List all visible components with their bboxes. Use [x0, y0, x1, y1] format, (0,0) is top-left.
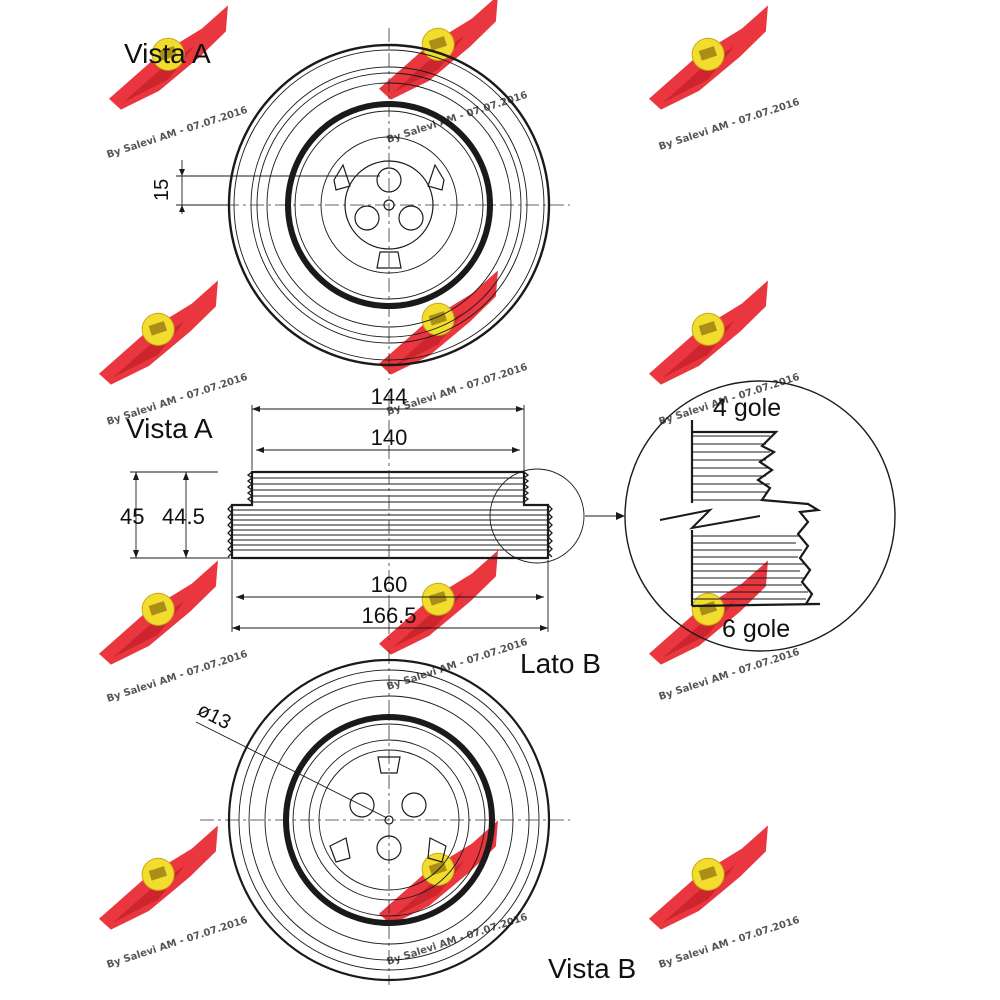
watermark-logo [82, 824, 239, 933]
outer-rim [227, 658, 551, 982]
watermark-layer: By Salevi AM - 07.07.2016 By Salevi AM -… [82, 0, 802, 971]
groove-edge-left [246, 471, 254, 503]
drive-lug [333, 163, 351, 191]
arrowhead [236, 594, 244, 600]
bolt-hole [376, 835, 402, 861]
watermark-text: By Salevi AM - 07.07.2016 [658, 915, 802, 971]
dimension-144: 144 [371, 384, 408, 409]
watermark-logo [632, 279, 789, 388]
bolt-hole [401, 792, 427, 818]
groove-lines [232, 477, 548, 551]
rim-ring [233, 49, 545, 361]
label-vista-a-top: Vista A [124, 38, 211, 69]
arrowhead [256, 447, 264, 453]
section-break [659, 508, 761, 530]
groove-edge-right [547, 504, 553, 558]
arrowhead [133, 472, 139, 480]
rubber-ring [285, 101, 493, 309]
arrowhead [252, 406, 260, 412]
detail-circle [624, 380, 896, 652]
groove-detail [624, 380, 896, 652]
hub-ring [318, 749, 460, 891]
dimension-45: 45 [120, 504, 144, 529]
arrowhead [536, 594, 544, 600]
center-hole [383, 199, 395, 211]
watermark-text: By Salevi AM - 07.07.2016 [658, 97, 802, 153]
pulley-profile [230, 470, 550, 560]
dimension-hole-diameter: ø13 [194, 699, 235, 734]
side-view [130, 395, 625, 640]
arrowhead [179, 205, 185, 212]
bolt-hole [349, 792, 375, 818]
hub-ring [294, 110, 484, 300]
groove-edge-left [227, 504, 233, 558]
arrowhead [232, 625, 240, 631]
rim-ring [248, 679, 530, 961]
detail-callout-circle [489, 468, 585, 564]
rim-ring [238, 669, 540, 971]
label-vista-a-side: Vista A [126, 413, 213, 444]
watermark-logo [82, 279, 239, 388]
front-view-vista-a [176, 28, 570, 380]
arrowhead [179, 169, 185, 176]
drive-lug [376, 251, 402, 269]
rear-view-vista-b [195, 650, 570, 985]
rim-ring [256, 72, 522, 338]
arrowhead [540, 625, 548, 631]
dimension-166-5: 166.5 [361, 603, 416, 628]
rubber-ring [283, 714, 495, 926]
dimension-140: 140 [371, 425, 408, 450]
drive-lug [329, 837, 351, 863]
watermark-text: By Salevi AM - 07.07.2016 [106, 105, 250, 161]
arrowhead [183, 550, 189, 558]
detail-hatch [692, 435, 808, 600]
rim-ring [264, 695, 514, 945]
dimension-44-5: 44.5 [162, 504, 205, 529]
watermark-logo [632, 4, 789, 113]
watermark-logo [82, 559, 239, 668]
arrowhead [183, 472, 189, 480]
groove-edge-right [522, 471, 530, 503]
drive-lug [377, 756, 401, 774]
arrowhead [616, 512, 625, 520]
rim-ring [266, 82, 512, 328]
watermark-logo [632, 824, 789, 933]
center-hole [384, 815, 394, 825]
bolt-hole [376, 167, 402, 193]
dimension-160: 160 [371, 572, 408, 597]
hub-ring [308, 739, 470, 901]
hub-ring [292, 723, 486, 917]
leader-line [195, 721, 388, 819]
hub-boss [344, 160, 434, 250]
bolt-hole [354, 205, 380, 231]
arrowhead [512, 447, 520, 453]
bolt-hole [398, 205, 424, 231]
dimension-offset-15: 15 [151, 179, 173, 201]
label-vista-b: Vista B [548, 953, 636, 984]
label-4-gole: 4 gole [713, 394, 781, 422]
arrowhead [133, 550, 139, 558]
watermark-text: By Salevi AM - 07.07.2016 [106, 649, 250, 705]
label-6-gole: 6 gole [722, 615, 790, 643]
drive-lug [427, 837, 447, 863]
label-lato-b: Lato B [520, 648, 601, 679]
groove-profile [691, 430, 822, 608]
arrowhead [516, 406, 524, 412]
hub-ring [320, 136, 458, 274]
watermark-text: By Salevi AM - 07.07.2016 [106, 915, 250, 971]
rim-ring [250, 66, 528, 344]
drive-lug [427, 163, 445, 191]
